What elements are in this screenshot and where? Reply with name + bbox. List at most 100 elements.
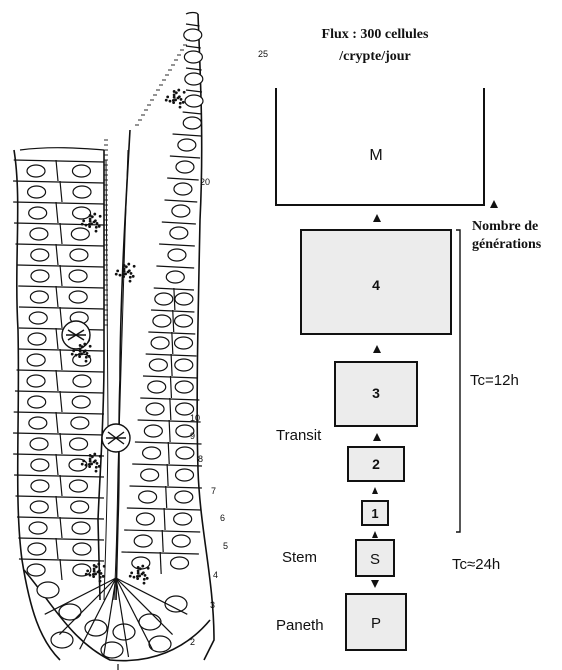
- cell-nucleus: [72, 165, 90, 177]
- cell-boundary: [17, 370, 104, 372]
- granule: [92, 575, 95, 578]
- cell-nucleus: [27, 564, 45, 576]
- cell-boundary: [156, 266, 194, 268]
- granule: [89, 345, 92, 348]
- arrow-s-to-p: [371, 580, 379, 588]
- crypt-right-upper-edge: [186, 13, 198, 15]
- transit-bracket: [456, 230, 460, 532]
- cell-nucleus: [148, 381, 166, 393]
- cell-boundary: [56, 496, 58, 517]
- granule: [137, 572, 140, 575]
- granule: [177, 89, 180, 92]
- crypt-outer-right-wall: [197, 14, 214, 660]
- granule: [103, 565, 106, 568]
- cell-nucleus: [29, 522, 47, 534]
- cell-nucleus: [28, 186, 46, 198]
- granule: [141, 565, 144, 568]
- granule: [98, 569, 101, 572]
- cell-boundary: [14, 412, 104, 414]
- arrow-4-to-m: [373, 214, 381, 222]
- cell-boundary: [60, 475, 62, 496]
- granule: [78, 355, 81, 358]
- cell-nucleus: [27, 354, 45, 366]
- cell-boundary: [14, 475, 104, 477]
- cell-nucleus: [153, 315, 171, 327]
- cell-boundary: [60, 307, 62, 328]
- cell-nucleus: [73, 207, 91, 219]
- cell-nucleus: [172, 535, 190, 547]
- generation-1-label: 1: [371, 506, 378, 521]
- cell-nucleus: [175, 337, 193, 349]
- cell-nucleus: [149, 359, 167, 371]
- crypt-inner-left-wall: [98, 150, 104, 600]
- cell-nucleus: [28, 333, 46, 345]
- granule: [137, 566, 140, 569]
- granule: [75, 354, 78, 357]
- cell-nucleus: [170, 227, 188, 239]
- cell-boundary: [162, 530, 163, 552]
- cell-nucleus: [29, 207, 47, 219]
- cell-nucleus: [30, 438, 48, 450]
- cell-nucleus: [184, 29, 202, 41]
- cell-boundary: [13, 433, 104, 435]
- cell-nucleus: [174, 513, 192, 525]
- granule: [83, 343, 86, 346]
- cell-boundary: [173, 134, 202, 136]
- crypt-lumen-right: [114, 150, 128, 600]
- granule: [93, 213, 96, 216]
- cell-boundary: [19, 559, 104, 561]
- cell-nucleus: [37, 582, 59, 598]
- cell-nucleus: [27, 165, 45, 177]
- granule: [86, 352, 89, 355]
- cell-boundary: [56, 370, 58, 391]
- cell-boundary: [60, 559, 62, 580]
- granule: [98, 225, 101, 228]
- cell-nucleus: [29, 417, 47, 429]
- granule: [85, 464, 88, 467]
- granule: [178, 95, 181, 98]
- cell-boundary: [60, 391, 62, 412]
- cell-nucleus: [178, 139, 196, 151]
- granule: [95, 470, 98, 473]
- cell-boundary: [170, 398, 171, 420]
- cell-boundary: [56, 202, 58, 223]
- granule: [93, 564, 96, 567]
- cell-boundary: [56, 160, 58, 181]
- granule: [115, 273, 118, 276]
- crypt-left-upper-edge: [20, 148, 104, 150]
- granule: [93, 453, 96, 456]
- granule: [130, 571, 133, 574]
- granule: [88, 465, 91, 468]
- cell-boundary: [60, 433, 62, 454]
- granule: [94, 459, 97, 462]
- cell-nucleus: [183, 117, 201, 129]
- granule: [82, 219, 85, 222]
- granule: [142, 571, 145, 574]
- granule: [94, 219, 97, 222]
- granule: [95, 466, 98, 469]
- flux-label: Flux : 300 cellules /crypte/jour: [322, 27, 429, 64]
- granule: [97, 563, 100, 566]
- granule: [90, 463, 93, 466]
- granule: [122, 275, 125, 278]
- position-number: 2: [190, 637, 195, 647]
- granule: [179, 102, 182, 105]
- right-column-cells: [121, 24, 203, 574]
- granule: [96, 222, 99, 225]
- flux-line-2: /crypte/jour: [338, 49, 411, 64]
- cell-nucleus: [185, 95, 203, 107]
- cell-nucleus: [29, 312, 47, 324]
- m-label: M: [369, 147, 382, 164]
- cell-nucleus: [175, 491, 193, 503]
- granule: [81, 223, 84, 226]
- granule: [133, 265, 136, 268]
- granule: [89, 214, 92, 217]
- tc-stem-label: Tc≈24h: [452, 556, 500, 573]
- cell-boundary: [15, 244, 104, 246]
- cell-nucleus: [72, 522, 90, 534]
- cell-boundary: [173, 310, 174, 332]
- granule: [88, 225, 91, 228]
- cell-boundary: [19, 328, 104, 330]
- position-number: 9: [190, 431, 195, 441]
- cell-boundary: [18, 286, 104, 288]
